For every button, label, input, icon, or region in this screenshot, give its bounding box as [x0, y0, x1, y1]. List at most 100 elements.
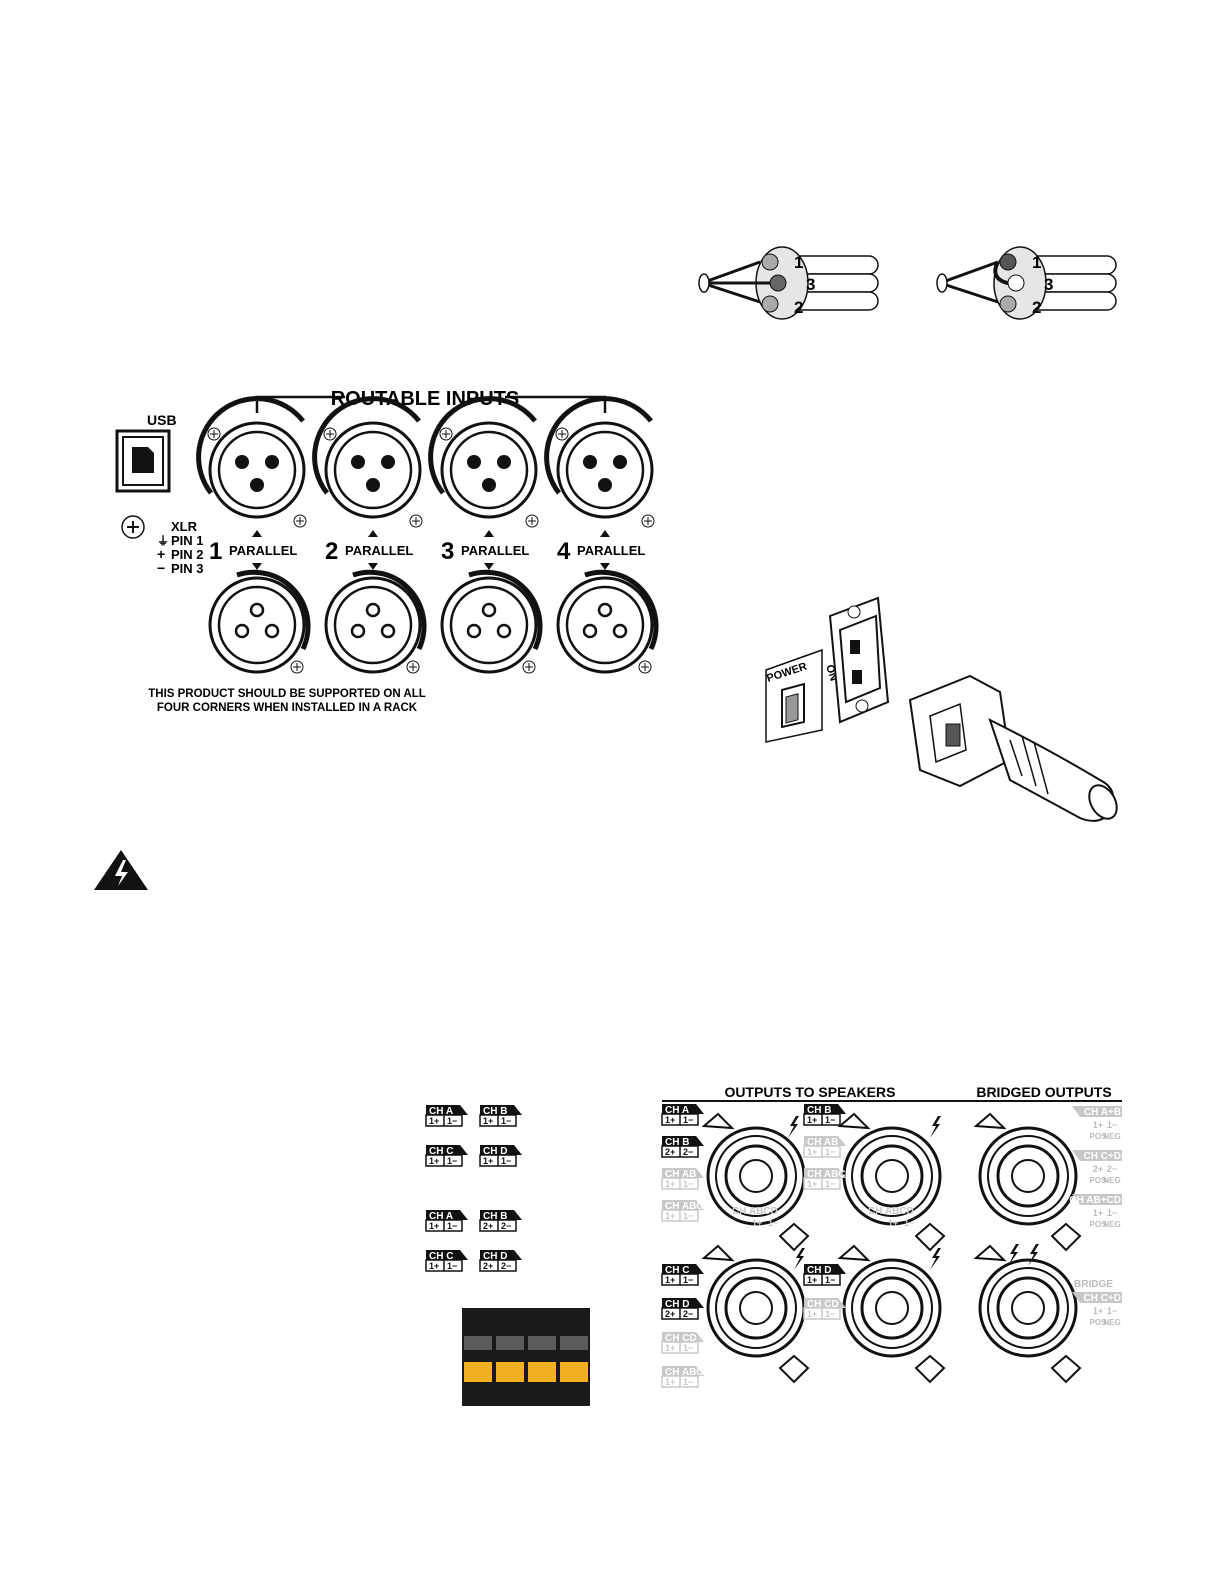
- tag-pin-label: 2−: [1107, 1164, 1117, 1174]
- xlr-legend-pin3: PIN 3: [171, 561, 204, 576]
- mounting-screw-icon: [323, 427, 337, 441]
- mounting-screw-icon: [293, 514, 307, 528]
- lightning-bolt-icon: [788, 1116, 799, 1138]
- electric-shock-warning-icon: [94, 850, 148, 890]
- lightning-bolt-icon: [1028, 1244, 1039, 1266]
- routable-inputs-label: ROUTABLE INPUTS: [331, 388, 520, 410]
- parallel-label: PARALLEL: [577, 543, 645, 558]
- tag-pin-label: 1−: [1107, 1306, 1117, 1316]
- xlr-legend-pin1: PIN 1: [171, 533, 204, 548]
- tag-pin-label: 1+: [807, 1179, 817, 1189]
- tag-pin-label: 1−: [501, 1156, 511, 1166]
- pin-label: 3: [1044, 275, 1053, 294]
- channel-tag: CH D1+1−: [803, 1264, 846, 1286]
- xlr-legend-pin2: PIN 2: [171, 547, 204, 562]
- tag-pin-label: 2+: [665, 1309, 675, 1319]
- tag-pin-label: 1−: [825, 1147, 835, 1157]
- tag-pin-label: 1+: [807, 1147, 817, 1157]
- speakon-output-connector[interactable]: [837, 1244, 946, 1384]
- tag-channel-label: CH C+D: [1083, 1151, 1121, 1162]
- lightning-bolt-icon: [794, 1248, 805, 1270]
- tag-pin-label: 1−: [683, 1179, 693, 1189]
- outputs-panel-diagram: OUTPUTS TO SPEAKERS BRIDGED OUTPUTS CH A…: [661, 1084, 1122, 1388]
- tag-channel-label: CH A: [429, 1106, 453, 1117]
- tag-polarity-label: NEG: [1103, 1132, 1120, 1141]
- xlr-parallel-jack[interactable]: [208, 569, 311, 674]
- pin-label: 3: [806, 275, 815, 294]
- bridge-label: BRIDGE: [1074, 1279, 1113, 1290]
- tag-channel-label: CH C: [429, 1146, 453, 1157]
- tag-pin-label: 2−: [501, 1261, 511, 1271]
- tag-polarity-label: POS: [1090, 1318, 1108, 1327]
- channel-tag: CH B2+2−: [479, 1210, 522, 1232]
- mounting-screw-icon: [409, 514, 423, 528]
- tag-channel-label: CH B: [807, 1105, 831, 1116]
- channel-number: 2: [325, 538, 338, 565]
- channel-tag: CH B2+2−: [661, 1136, 704, 1158]
- xlr-legend-symbol: +: [157, 546, 165, 562]
- channel-tag: CH AB1+1−: [803, 1136, 846, 1158]
- channel-tag: CH B1+1−: [803, 1104, 846, 1126]
- tag-channel-label: CH ABC: [807, 1169, 846, 1180]
- channel-tag: CH A1+1−: [425, 1105, 468, 1127]
- tag-pin-label: 1+: [429, 1221, 439, 1231]
- mounting-screw-icon: [525, 514, 539, 528]
- tag-pin-label: 1+: [1093, 1306, 1103, 1316]
- tag-channel-label: CH AB: [665, 1169, 696, 1180]
- tag-pin-label: 1+: [665, 1377, 675, 1387]
- tag-channel-label: CH C: [429, 1251, 453, 1262]
- tag-pin-label: 1−: [447, 1156, 457, 1166]
- channel-tag: CH A1+1−: [425, 1210, 468, 1232]
- power-inlet-diagram: POWER ON: [765, 596, 1118, 822]
- tag-pin-label: 1+: [665, 1179, 675, 1189]
- parallel-label: PARALLEL: [229, 543, 297, 558]
- speakon-output-connector[interactable]: [701, 1112, 810, 1252]
- tag-pin-label: 1−: [683, 1211, 693, 1221]
- parallel-arrow-icon: [484, 563, 494, 570]
- xlr-parallel-jack[interactable]: [324, 569, 427, 674]
- tag-pin-label: 1+: [429, 1261, 439, 1271]
- iec-inlet[interactable]: [828, 596, 890, 724]
- tag-pin-label: 1−: [683, 1275, 693, 1285]
- bridged-outputs-title: BRIDGED OUTPUTS: [976, 1084, 1111, 1100]
- tag-channel-label: CH CD: [665, 1333, 697, 1344]
- tag-pin-label: 1−: [825, 1179, 835, 1189]
- channel-tag: CH B1+1−: [479, 1105, 522, 1127]
- mounting-screw-icon: [555, 427, 569, 441]
- speakon-output-connector[interactable]: [973, 1112, 1082, 1252]
- abcd-label: CH ABCD: [868, 1206, 914, 1217]
- table-cell: [528, 1362, 556, 1382]
- tag-channel-label: CH D: [665, 1299, 689, 1310]
- speakon-output-connector[interactable]: [973, 1244, 1082, 1384]
- channel-tag: CH D2+2−: [661, 1298, 704, 1320]
- speakon-output-connector[interactable]: [837, 1112, 946, 1252]
- rack-notice-line1: THIS PRODUCT SHOULD BE SUPPORTED ON ALL: [148, 688, 426, 700]
- xlr-parallel-jack[interactable]: [440, 569, 543, 674]
- xlr-input-jack[interactable]: [428, 396, 538, 519]
- input-channel-4: 4 PARALLEL: [544, 396, 659, 674]
- pin-label: 2: [1032, 298, 1041, 317]
- xlr-input-jack[interactable]: [312, 396, 422, 519]
- tag-pin-label: 1−: [447, 1116, 457, 1126]
- tag-polarity-label: POS: [1090, 1176, 1108, 1185]
- tag-pin-label: 1+: [429, 1156, 439, 1166]
- parallel-arrow-icon: [368, 563, 378, 570]
- xlr-input-jack[interactable]: [544, 396, 654, 519]
- xlr-input-jack[interactable]: [196, 396, 306, 519]
- channel-number: 4: [557, 538, 571, 565]
- speakon-output-connector[interactable]: [701, 1244, 810, 1384]
- tag-channel-label: CH D: [483, 1251, 507, 1262]
- channel-tag: CH C1+ 1−: [425, 1145, 468, 1167]
- table-cell: [496, 1336, 524, 1350]
- tag-pin-label: 1−: [904, 1218, 914, 1228]
- usb-port[interactable]: [115, 429, 171, 493]
- power-switch[interactable]: [785, 693, 799, 724]
- tag-pin-label: 1+: [1093, 1208, 1103, 1218]
- tag-pin-label: 1+: [665, 1343, 675, 1353]
- channel-tag: CH A1+1−: [661, 1104, 704, 1126]
- xlr-parallel-jack[interactable]: [556, 569, 659, 674]
